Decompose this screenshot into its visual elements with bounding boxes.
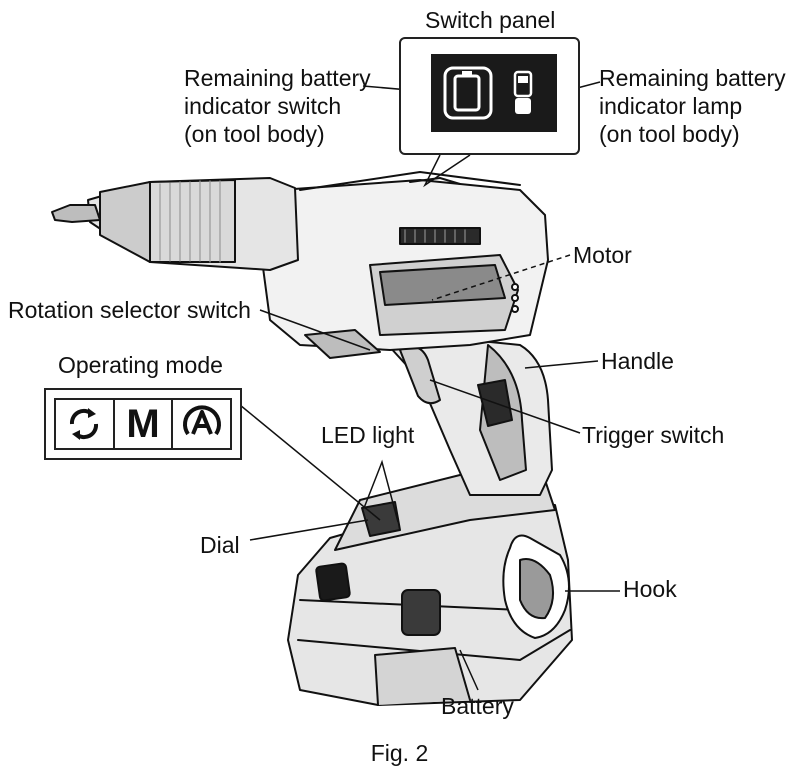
leader-led-light: [363, 459, 399, 523]
label-motor: Motor: [573, 242, 632, 268]
label-trigger-switch: Trigger switch: [582, 422, 725, 448]
label-rotation-selector-switch: Rotation selector switch: [8, 297, 251, 323]
label-hook: Hook: [623, 576, 677, 602]
label-remaining-battery-switch: Remaining battery indicator switch (on t…: [184, 65, 371, 147]
leader-handle: [524, 360, 599, 369]
leader-operating-mode: [239, 404, 381, 521]
label-dial: Dial: [200, 532, 240, 558]
leader-motor: [431, 254, 571, 301]
tool-illustration: [51, 171, 573, 706]
label-operating-mode: Operating mode: [58, 352, 223, 378]
a-circle-icon: [173, 400, 230, 448]
battery-lamp-icon: [513, 70, 533, 114]
battery-switch-icon: [443, 66, 493, 120]
label-remaining-battery-lamp: Remaining battery indicator lamp (on too…: [599, 65, 786, 147]
dial: [361, 501, 401, 537]
rotation-selector: [304, 329, 381, 359]
switch-panel-display: [431, 54, 557, 132]
leader-dial: [249, 519, 369, 541]
leader-lines: [239, 81, 620, 691]
rotate-arrows-icon: [56, 400, 115, 448]
screwdriver-bit: [51, 204, 101, 223]
mode-m-text: M: [126, 402, 160, 446]
label-battery: Battery: [441, 693, 514, 719]
leader-switch-panel: [423, 154, 471, 188]
leader-rotation-selector: [259, 309, 371, 351]
battery-gauge-icon: [315, 562, 351, 602]
label-led-light: LED light: [321, 422, 415, 448]
label-switch-panel: Switch panel: [425, 7, 556, 33]
leader-battery: [459, 649, 479, 691]
leader-trigger: [429, 379, 581, 434]
label-handle: Handle: [601, 348, 674, 374]
figure-caption: Fig. 2: [370, 740, 429, 766]
battery-release-button: [401, 589, 441, 636]
operating-mode-box: M: [44, 388, 242, 460]
switch-panel-box: [399, 37, 580, 155]
m-mode-icon: M: [115, 400, 174, 448]
